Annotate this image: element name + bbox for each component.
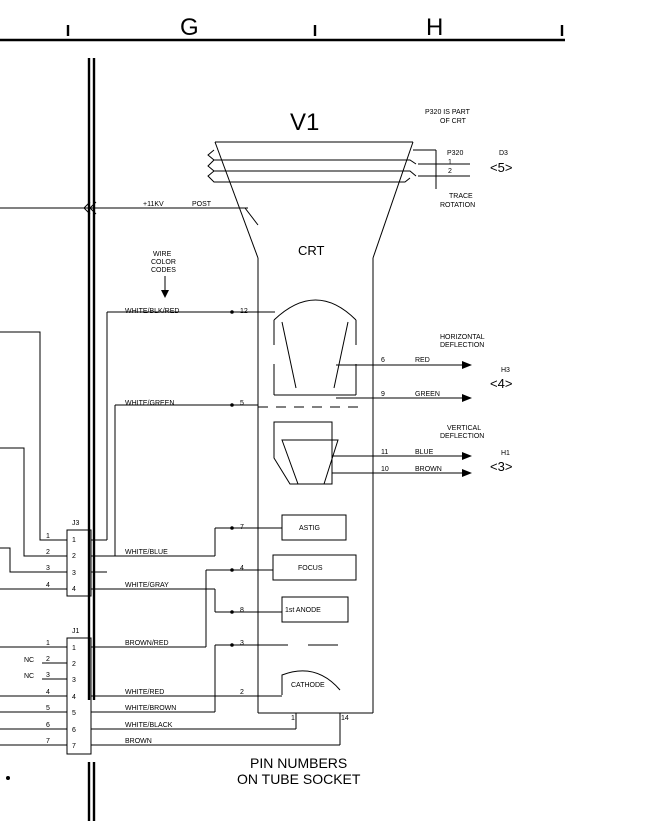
hv-label: +11KV [143, 201, 164, 208]
astig-label: ASTIG [299, 525, 320, 532]
h3-label: H3 [501, 367, 510, 374]
wire-white-gray: WHITE/GRAY [125, 582, 169, 589]
anode-label: 1st ANODE [285, 607, 321, 614]
horiz-deflection-line2: DEFLECTION [440, 342, 484, 349]
wire-pin-9: 9 [381, 391, 385, 398]
j1-outer-7: 7 [46, 738, 50, 745]
j1-label: J1 [72, 628, 80, 635]
j1-pin-3: 3 [72, 677, 76, 684]
j1-outer-6: 6 [46, 722, 50, 729]
p320-note-line2: OF CRT [440, 118, 467, 125]
p320-pin1: 1 [448, 159, 452, 166]
j1-connector [0, 637, 341, 780]
focus-lead [91, 569, 273, 648]
header-ruler: G H [0, 14, 565, 42]
j1-nc-2: NC [24, 673, 34, 680]
j3-pin-3: 3 [72, 570, 76, 577]
hv-post [0, 201, 259, 226]
wire-codes-line2: COLOR [151, 259, 176, 266]
wire-green: GREEN [415, 391, 440, 398]
wire-pin-4: 4 [240, 565, 244, 572]
j1-nc-1: NC [24, 657, 34, 664]
wire-white-red: WHITE/RED [125, 689, 164, 696]
j1-outer-3: 3 [46, 672, 50, 679]
vertical-bus-lines [87, 58, 96, 821]
h1-ref: <3> [490, 459, 512, 474]
horiz-deflection-line1: HORIZONTAL [440, 334, 485, 341]
wire-codes-line3: CODES [151, 267, 176, 274]
j3-pin-1: 1 [72, 537, 76, 544]
d3-label: D3 [499, 150, 508, 157]
vert-deflection-line2: DEFLECTION [440, 433, 484, 440]
socket-pin-14: 14 [341, 715, 349, 722]
deflection-leads [332, 361, 472, 477]
wire-pin-5: 5 [240, 400, 244, 407]
j3-outer-2: 2 [46, 549, 50, 556]
focus-label: FOCUS [298, 565, 323, 572]
trace-rotation-coil [207, 149, 470, 189]
crt-electron-gun [258, 299, 360, 485]
crt-tube-outline [214, 141, 414, 714]
d3-ref: <5> [490, 160, 512, 175]
socket-line1: PIN NUMBERS [250, 755, 347, 771]
p320-pin2: 2 [448, 168, 452, 175]
wire-codes-line1: WIRE [153, 251, 172, 258]
socket-pin-1: 1 [291, 715, 295, 722]
h1-label: H1 [501, 450, 510, 457]
h3-ref: <4> [490, 376, 512, 391]
p320-label: P320 [447, 150, 463, 157]
wire-pin-12: 12 [240, 308, 248, 315]
wire-pin-10: 10 [381, 466, 389, 473]
wire-pin-7: 7 [240, 524, 244, 531]
j3-outer-3: 3 [46, 565, 50, 572]
anode-box [281, 596, 349, 623]
j3-outer-1: 1 [46, 533, 50, 540]
j1-pin-1: 1 [72, 645, 76, 652]
cathode-label: CATHODE [291, 682, 325, 689]
post-label: POST [192, 201, 212, 208]
column-label-g: G [180, 14, 199, 41]
j1-outer-2: 2 [46, 656, 50, 663]
focus-box [272, 554, 357, 581]
j1-pin-6: 6 [72, 727, 76, 734]
wire-white-blue: WHITE/BLUE [125, 549, 168, 556]
wire-white-blk-red: WHITE/BLK/RED [125, 308, 179, 315]
trace-rotation-line1: TRACE [449, 193, 473, 200]
p320-note-line1: P320 IS PART [425, 109, 471, 116]
j3-label: J3 [72, 520, 80, 527]
j3-connector [0, 310, 282, 614]
j1-pin-2: 2 [72, 661, 76, 668]
tube-label: V1 [290, 109, 319, 136]
wire-codes-arrow [161, 276, 169, 298]
j1-outer-5: 5 [46, 705, 50, 712]
wire-pin-2: 2 [240, 689, 244, 696]
vert-deflection-line1: VERTICAL [447, 425, 481, 432]
j1-pin-4: 4 [72, 694, 76, 701]
crt-label: CRT [298, 243, 325, 258]
j1-outer-4: 4 [46, 689, 50, 696]
wire-brown-red: BROWN/RED [125, 640, 169, 647]
trace-rotation-line2: ROTATION [440, 202, 475, 209]
column-label-h: H [426, 14, 443, 41]
socket-line2: ON TUBE SOCKET [237, 771, 361, 787]
wire-brown: BROWN [125, 738, 152, 745]
wire-white-green: WHITE/GREEN [125, 400, 174, 407]
wire-pin-11: 11 [381, 449, 388, 456]
j1-pin-7: 7 [72, 743, 76, 750]
j3-pin-4: 4 [72, 586, 76, 593]
wire-pin-3: 3 [240, 640, 244, 647]
wire-white-brown: WHITE/BROWN [125, 705, 176, 712]
j1-outer-1: 1 [46, 640, 50, 647]
wire-white-black: WHITE/BLACK [125, 722, 173, 729]
tube-electrode-boxes [258, 514, 357, 695]
j1-pin-5: 5 [72, 710, 76, 717]
j3-outer-4: 4 [46, 582, 50, 589]
wire-red: RED [415, 357, 430, 364]
wire-brown-vert: BROWN [415, 466, 442, 473]
wire-pin-8: 8 [240, 607, 244, 614]
wire-pin-6: 6 [381, 357, 385, 364]
wire-blue: BLUE [415, 449, 434, 456]
j3-pin-2: 2 [72, 553, 76, 560]
